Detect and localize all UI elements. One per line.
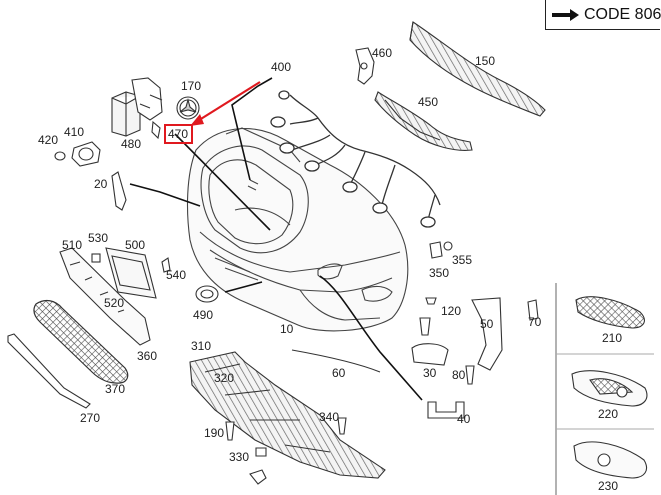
callout-170: 170: [181, 79, 201, 93]
callout-355: 355: [452, 253, 472, 267]
callout-470: 470: [168, 127, 188, 141]
callout-420: 420: [38, 133, 58, 147]
callout-20: 20: [94, 177, 108, 191]
callout-320: 320: [214, 371, 234, 385]
callout-360: 360: [137, 349, 157, 363]
bumper-cover: [186, 127, 409, 332]
callout-500: 500: [125, 238, 145, 252]
side-panels: [555, 283, 654, 495]
upper-grille: [409, 21, 546, 117]
callout-70: 70: [528, 315, 542, 329]
callout-350: 350: [429, 266, 449, 280]
callout-480: 480: [121, 137, 141, 151]
callout-510: 510: [62, 238, 82, 252]
callout-60: 60: [332, 366, 346, 380]
fog-bezel-220: [571, 370, 648, 407]
callout-120: 120: [441, 304, 461, 318]
callout-230: 230: [598, 479, 618, 493]
code-label: CODE 806: [584, 6, 661, 23]
bracket-20: [111, 171, 127, 211]
star-emblem: [176, 96, 200, 120]
arrow-right-icon: [552, 9, 579, 21]
highlight-470: [164, 81, 261, 144]
bracket-460: [355, 47, 375, 85]
lower-panel-360: [59, 247, 151, 346]
trim-strip: [7, 333, 91, 409]
callout-460: 460: [372, 46, 392, 60]
callout-370: 370: [105, 382, 125, 396]
callout-410: 410: [64, 125, 84, 139]
leader-lines: [129, 77, 423, 401]
radar-sensor-bracket: [111, 77, 163, 140]
fog-bezel-230: [573, 441, 648, 479]
callout-530: 530: [88, 231, 108, 245]
callout-80: 80: [452, 368, 466, 382]
lower-air-duct: [374, 91, 473, 151]
code-header: CODE 806: [545, 0, 661, 30]
callout-50: 50: [480, 317, 494, 331]
wiring-harness: [270, 90, 441, 228]
underbody-panel: [189, 351, 386, 479]
callout-labels: 400 460 150 450 170 470 480 410 420 20 5…: [38, 46, 542, 464]
callout-30: 30: [423, 366, 437, 380]
callout-540: 540: [166, 268, 186, 282]
callout-520: 520: [104, 296, 124, 310]
callout-490: 490: [193, 308, 213, 322]
callout-150: 150: [475, 54, 495, 68]
parking-sensor: [54, 141, 101, 167]
fog-grille-210: [575, 296, 645, 329]
callout-400: 400: [271, 60, 291, 74]
callout-220: 220: [598, 407, 618, 421]
callout-450: 450: [418, 95, 438, 109]
callout-40: 40: [457, 412, 471, 426]
callout-340: 340: [319, 410, 339, 424]
callout-210: 210: [602, 331, 622, 345]
lower-grille-mesh: [33, 299, 129, 384]
side-panel-labels: 210 220 230: [598, 331, 622, 493]
callout-10: 10: [280, 322, 294, 336]
callout-270: 270: [80, 411, 100, 425]
fasteners: [195, 241, 539, 485]
callout-310: 310: [191, 339, 211, 353]
callout-330: 330: [229, 450, 249, 464]
callout-190: 190: [204, 426, 224, 440]
